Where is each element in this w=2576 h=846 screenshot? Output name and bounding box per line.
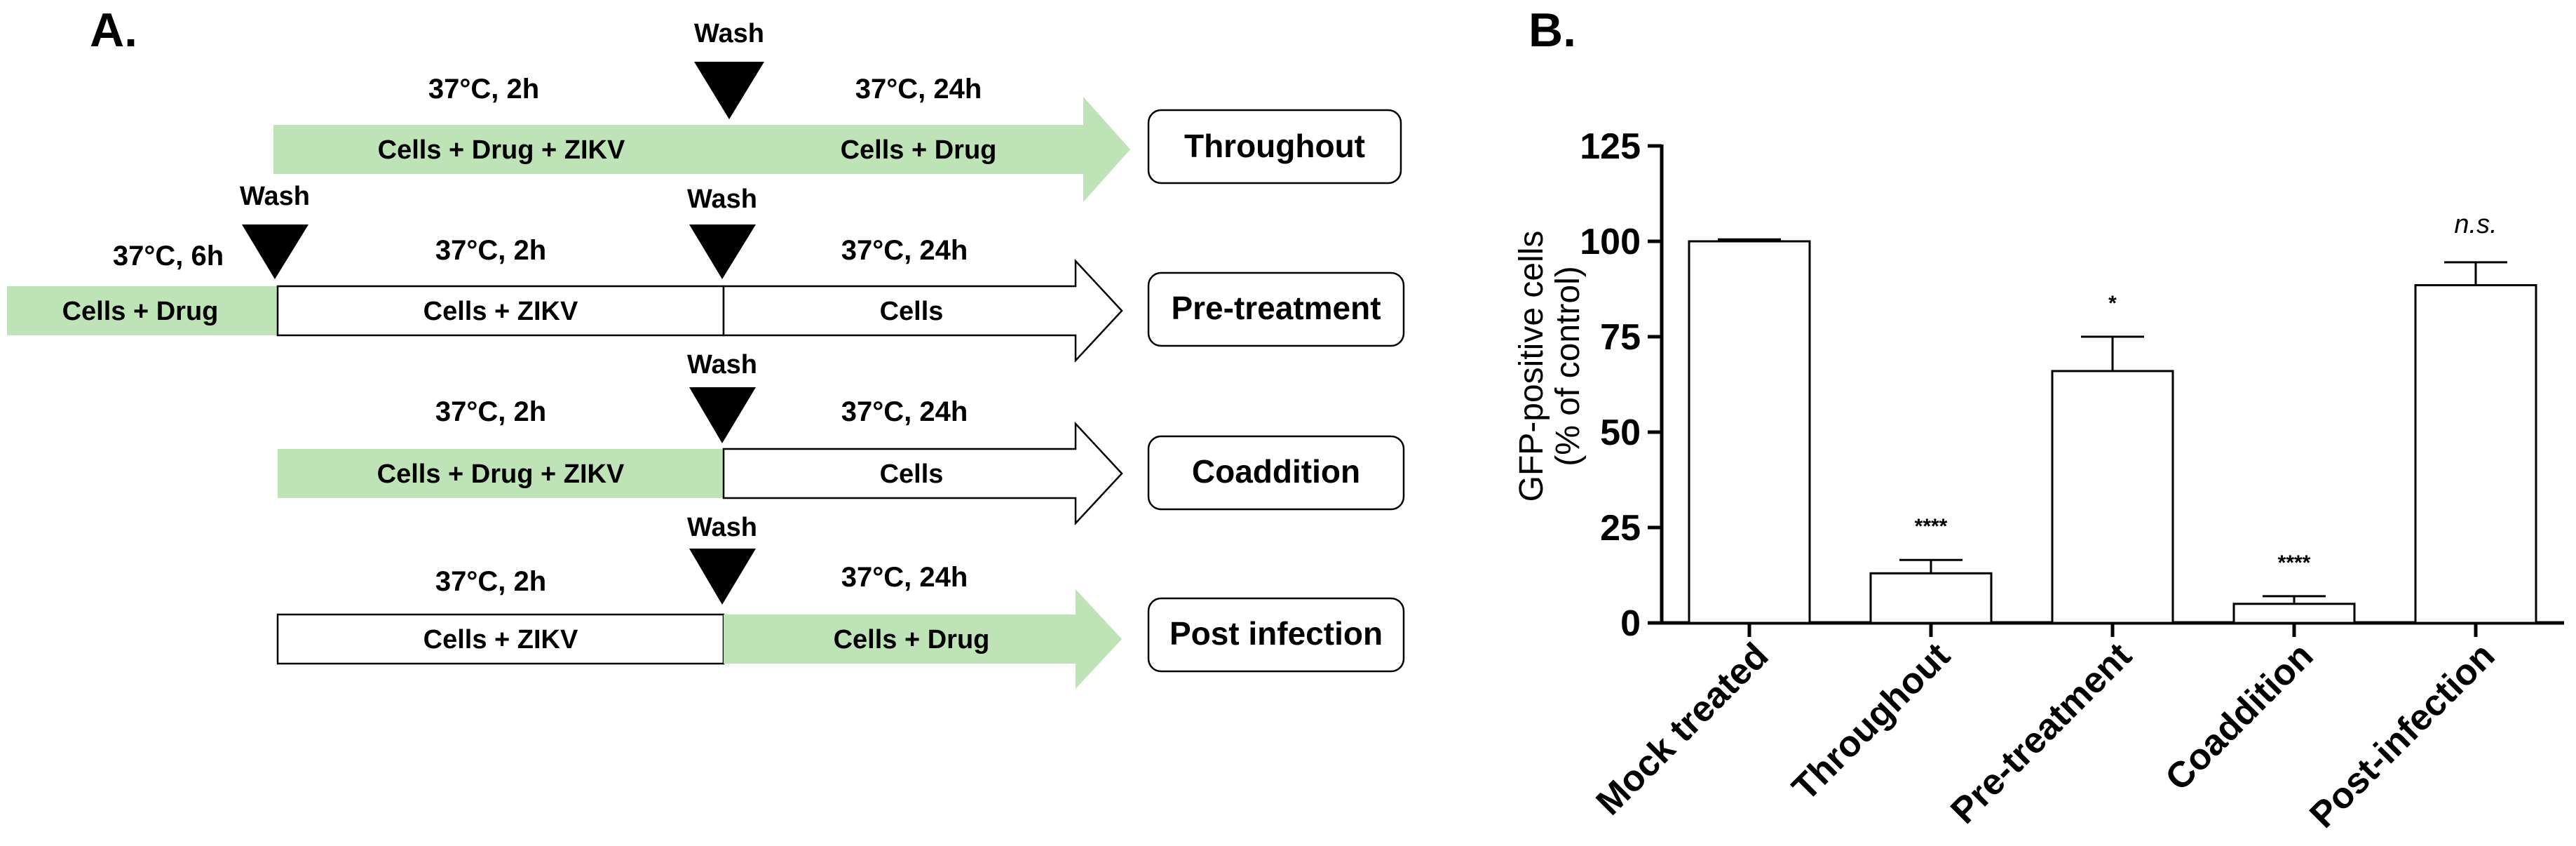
bar bbox=[2051, 370, 2174, 624]
wash-marker-icon bbox=[689, 549, 756, 605]
y-axis-label: GFP-positive cells (% of control) bbox=[1513, 231, 1587, 502]
row-coaddition: Wash 37°C, 2h 37°C, 24h Cells + Drug + Z… bbox=[278, 350, 1405, 526]
x-tick-label: Pre-treatment bbox=[1943, 635, 2139, 831]
y-axis-label-line1: GFP-positive cells bbox=[1513, 231, 1550, 502]
condition-label: 37°C, 24h bbox=[855, 74, 982, 105]
segment-label: Cells + Drug bbox=[841, 135, 997, 165]
significance-label: **** bbox=[1915, 515, 1948, 538]
y-tick-label: 75 bbox=[1600, 317, 1641, 358]
segment-label: Cells bbox=[880, 297, 944, 326]
segment-green bbox=[7, 286, 278, 335]
wash-label: Wash bbox=[687, 513, 757, 542]
panel-a-label: A. bbox=[90, 4, 137, 57]
treatment-box bbox=[1147, 109, 1402, 184]
wash-label: Wash bbox=[240, 182, 310, 211]
y-axis-label-line2: (% of control) bbox=[1550, 266, 1587, 466]
condition-label: 37°C, 24h bbox=[841, 562, 968, 593]
segment-label: Cells + Drug + ZIKV bbox=[377, 459, 625, 489]
condition-label: 37°C, 24h bbox=[841, 396, 968, 427]
treatment-box bbox=[1147, 435, 1405, 511]
treatment-box-label: Post infection bbox=[1170, 615, 1383, 652]
significance-label: **** bbox=[2278, 551, 2311, 575]
row-pre-treatment: Wash Wash 37°C, 6h 37°C, 2h 37°C, 24h Ce… bbox=[7, 182, 1405, 363]
condition-label: 37°C, 6h bbox=[113, 241, 224, 271]
treatment-box bbox=[1147, 597, 1405, 673]
bar bbox=[2232, 603, 2356, 624]
condition-label: 37°C, 24h bbox=[841, 235, 968, 266]
segment-white-arrow bbox=[722, 258, 1123, 363]
x-tick-label: Coaddition bbox=[2157, 635, 2321, 798]
segment-green bbox=[278, 449, 724, 498]
x-tick-label: Mock treated bbox=[1589, 635, 1777, 823]
row-throughout: Wash 37°C, 2h 37°C, 24h Cells + Drug + Z… bbox=[273, 19, 1402, 202]
condition-label: 37°C, 2h bbox=[435, 235, 546, 266]
treatment-box-label: Throughout bbox=[1184, 128, 1365, 164]
segment-label: Cells + Drug + ZIKV bbox=[378, 135, 625, 165]
treatment-box-label: Coaddition bbox=[1192, 453, 1360, 490]
segment-label: Cells + ZIKV bbox=[423, 625, 578, 654]
wash-marker-icon bbox=[689, 224, 756, 279]
segment-white-arrow bbox=[722, 421, 1123, 526]
significance-label: n.s. bbox=[2454, 210, 2497, 239]
y-tick-label: 125 bbox=[1580, 126, 1641, 167]
segment-green-arrow bbox=[724, 589, 1122, 689]
y-tick-label: 50 bbox=[1600, 412, 1641, 453]
wash-label: Wash bbox=[687, 350, 757, 380]
segment-green bbox=[273, 125, 729, 174]
y-tick-label: 25 bbox=[1600, 508, 1641, 549]
wash-marker-icon bbox=[242, 224, 309, 279]
treatment-box-label: Pre-treatment bbox=[1171, 290, 1381, 326]
y-tick-label: 100 bbox=[1580, 222, 1641, 262]
wash-label: Wash bbox=[694, 19, 764, 48]
bar bbox=[1688, 240, 1811, 624]
y-tick-label: 0 bbox=[1620, 603, 1641, 644]
segment-label: Cells + Drug bbox=[62, 297, 219, 326]
condition-label: 37°C, 2h bbox=[435, 396, 546, 427]
x-tick-label: Throughout bbox=[1784, 635, 1958, 808]
bar bbox=[2414, 284, 2537, 624]
wash-marker-icon bbox=[694, 62, 764, 119]
segment-label: Cells + Drug bbox=[834, 625, 990, 654]
bar bbox=[1869, 572, 1993, 624]
treatment-box bbox=[1147, 271, 1405, 347]
panel-b-label: B. bbox=[1528, 4, 1576, 57]
panel-a-schematic: A. Wash 37°C, 2h 37°C, 24h Cells + Drug … bbox=[7, 4, 1405, 689]
condition-label: 37°C, 2h bbox=[435, 566, 546, 597]
row-post-infection: Wash 37°C, 2h 37°C, 24h Cells + ZIKV Cel… bbox=[276, 513, 1405, 689]
x-tick-label: Post-infection bbox=[2302, 635, 2502, 835]
segment-green-arrow bbox=[729, 97, 1130, 202]
panel-b-chart: B. GFP-positive cells (% of control) 0 25… bbox=[1513, 4, 2564, 836]
wash-label: Wash bbox=[687, 184, 757, 214]
segment-white bbox=[276, 285, 725, 337]
segment-label: Cells bbox=[880, 459, 944, 489]
significance-label: * bbox=[2108, 292, 2117, 315]
condition-label: 37°C, 2h bbox=[428, 74, 539, 105]
wash-marker-icon bbox=[689, 387, 756, 443]
segment-label: Cells + ZIKV bbox=[423, 297, 578, 326]
